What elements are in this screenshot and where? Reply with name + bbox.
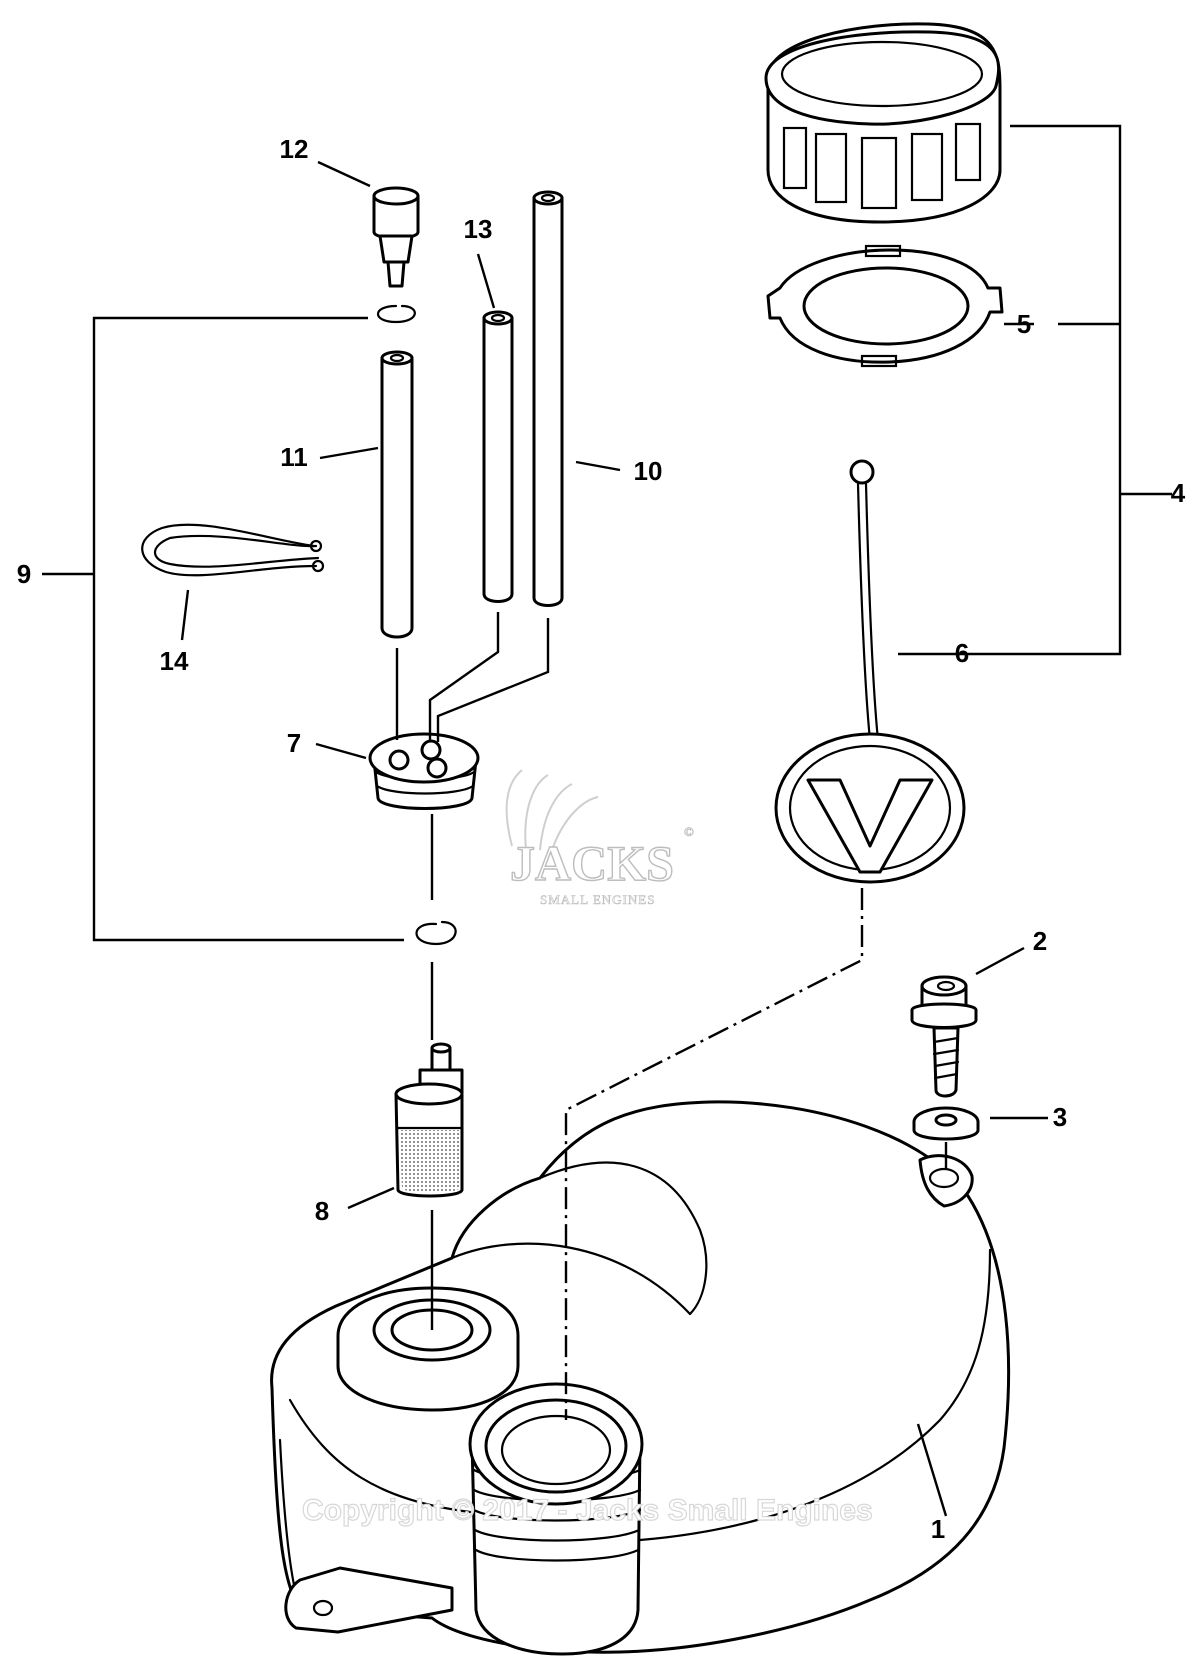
fuel-tank: [270, 1100, 1011, 1656]
watermark-registered: ©: [684, 824, 695, 839]
o-ring-upper: [376, 304, 416, 324]
fuel-hose-11: [380, 350, 414, 639]
callout-13: 13: [464, 214, 493, 244]
copyright-watermark: Copyright © 2017 - Jacks Small Engines: [302, 1494, 873, 1527]
o-ring-lower: [415, 920, 457, 946]
callout-11: 11: [280, 442, 308, 472]
callout-7: 7: [287, 728, 301, 758]
leader-lines: [42, 124, 1172, 1517]
bolt-2: [910, 975, 978, 1098]
fuel-hose-13: [482, 310, 514, 603]
watermark-logo: JACKS © SMALL ENGINES: [505, 769, 695, 907]
assembly-lines: [395, 612, 948, 1420]
callout-10: 10: [634, 456, 663, 486]
filter-mesh: [400, 1130, 460, 1193]
callout-5: 5: [1017, 309, 1031, 339]
grommet-7: [368, 732, 480, 810]
callout-9: 9: [17, 559, 31, 589]
watermark-brand: JACKS: [510, 835, 674, 891]
callout-6: 6: [955, 638, 969, 668]
cap-gasket: [766, 244, 1004, 368]
cap-strap: [774, 459, 966, 884]
callout-8: 8: [315, 1196, 329, 1226]
callout-2: 2: [1033, 926, 1047, 956]
callout-4: 4: [1171, 478, 1186, 508]
callout-3: 3: [1053, 1102, 1067, 1132]
callout-12: 12: [280, 134, 309, 164]
washer-3: [912, 1106, 980, 1141]
fuel-hose-10: [532, 190, 564, 607]
callout-numbers: 1 2 3 4 5 6 7 8 9 10 11 12 13 14: [17, 134, 1186, 1544]
callout-14: 14: [160, 646, 189, 676]
callout-1: 1: [931, 1514, 945, 1544]
return-valve-12: [372, 186, 420, 288]
fuel-cap: [764, 22, 1002, 224]
wire-clip-14: [141, 523, 325, 577]
watermark-tagline: SMALL ENGINES: [540, 892, 655, 907]
